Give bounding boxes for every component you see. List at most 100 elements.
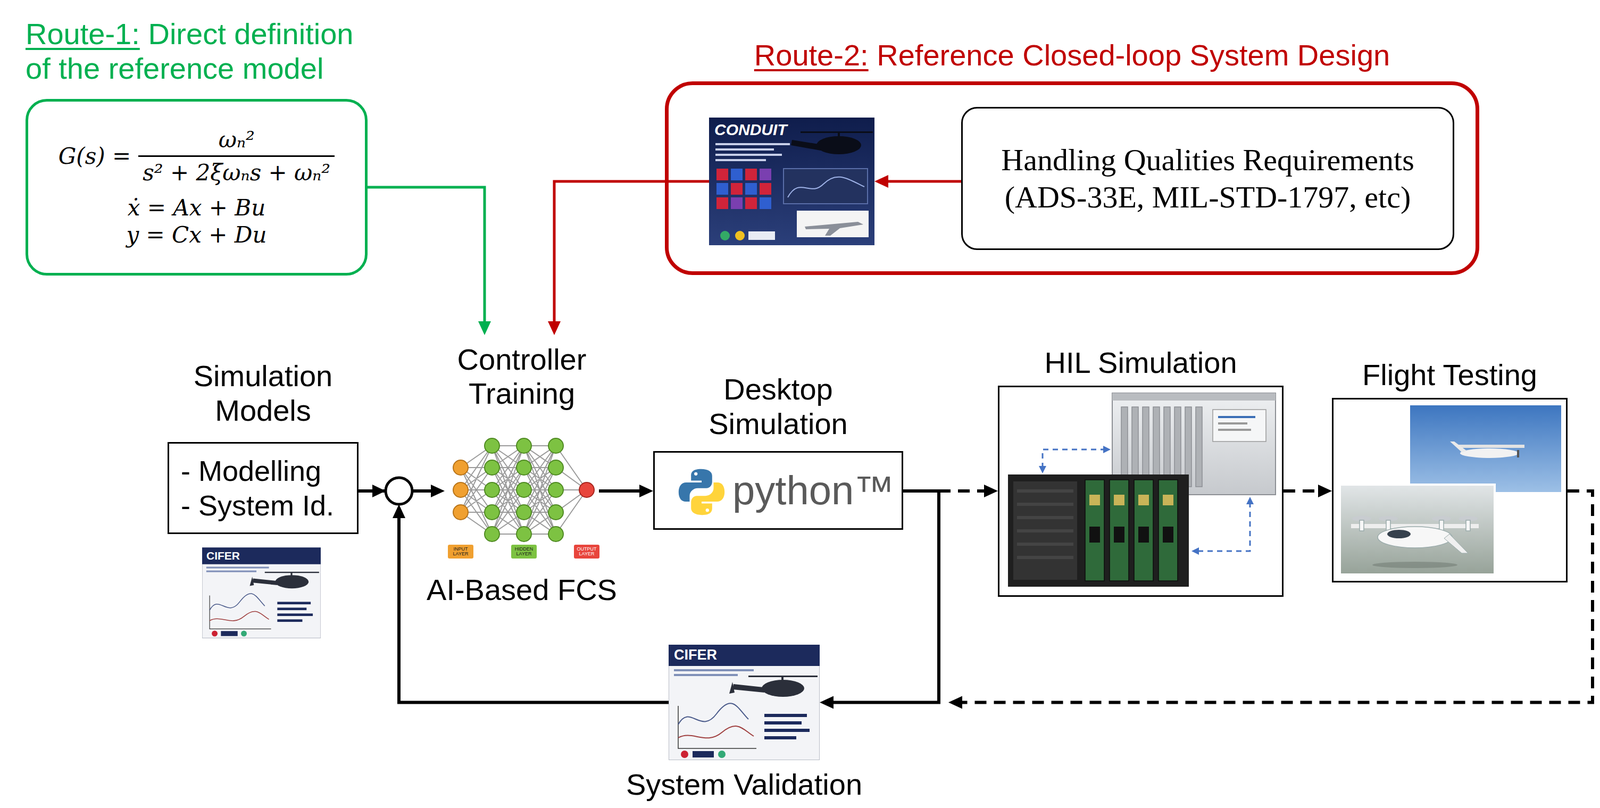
conduit-cover <box>709 117 875 246</box>
connector <box>547 181 710 336</box>
hil-hardware <box>1042 449 1250 552</box>
arrowhead <box>639 484 654 498</box>
neural-network <box>548 438 564 454</box>
neural-network <box>484 482 500 498</box>
equation: G(s) = <box>58 142 131 170</box>
neural-network <box>484 438 500 454</box>
arrowhead <box>547 321 561 336</box>
hil-hardware <box>1113 494 1125 506</box>
legend-text: OUTPUT LAYER <box>575 546 599 557</box>
wordmark: python™ <box>732 468 895 513</box>
hil-hardware <box>1195 406 1203 487</box>
neural-network <box>516 526 532 542</box>
neural-network <box>548 482 564 498</box>
hil-hardware <box>1017 542 1074 546</box>
neural-network <box>453 460 469 475</box>
route-heading: Reference Closed-loop System Design <box>876 38 1390 72</box>
aircraft-photo <box>1465 520 1471 531</box>
legend-swatch: OUTPUT LAYER <box>573 544 600 559</box>
hil-hardware <box>1017 489 1074 560</box>
box-title: Flight Testing <box>1362 357 1538 393</box>
hil-hardware <box>1113 526 1125 543</box>
connector-line <box>1283 489 1322 493</box>
hil-hardware <box>1089 494 1100 506</box>
connector-line <box>830 490 940 703</box>
hil-hardware <box>1017 515 1074 520</box>
connector-line <box>938 489 988 493</box>
picture-box: HIL Simulation <box>997 385 1284 597</box>
tool-cover: CONDUIT <box>709 117 875 246</box>
hil-hardware <box>1007 393 1276 587</box>
hil-hardware <box>1246 496 1254 505</box>
process-box: Simulation Models- Modelling- System Id.… <box>167 442 359 535</box>
tool-cover: CIFER <box>202 547 321 639</box>
aircraft-photo <box>1444 534 1469 554</box>
connector <box>598 484 654 498</box>
reference-model-box: Route-1:Direct definition of the referen… <box>25 98 368 276</box>
hil-hardware <box>1007 474 1189 587</box>
hil-hardware <box>1218 428 1252 431</box>
process-box: Desktop Simulationpython™ <box>653 451 904 530</box>
hil-hardware <box>1138 494 1149 506</box>
equation: ωₙ² <box>212 126 262 156</box>
neural-network <box>453 460 469 520</box>
route-number: Route-2: <box>754 38 869 72</box>
box-caption: System Validation <box>626 767 863 802</box>
hil-hardware <box>1013 481 1078 580</box>
aircraft-photo <box>1458 444 1525 448</box>
arrowhead <box>948 696 963 710</box>
summing-junction <box>372 484 386 498</box>
hil-hardware <box>1085 479 1178 581</box>
hil-hardware <box>1212 409 1266 442</box>
hil-hardware <box>1103 445 1111 454</box>
equation: s² + 2ξωₙs + ωₙ² <box>138 155 335 187</box>
neural-network <box>548 504 564 520</box>
neural-network <box>548 526 564 542</box>
requirements-box: Handling Qualities Requirements (ADS-33E… <box>961 106 1455 250</box>
arrowhead <box>874 175 889 188</box>
legend-swatch: INPUT LAYER <box>447 544 474 559</box>
cover-title: CIFER <box>202 547 245 564</box>
python-logo <box>705 508 710 512</box>
summing-junction <box>372 477 413 505</box>
hil-hardware <box>1196 502 1250 552</box>
arrowhead <box>819 696 834 710</box>
connector-line <box>554 181 710 325</box>
hil-hardware <box>1162 526 1174 543</box>
connector <box>392 504 669 703</box>
box-caption: AI-Based FCS <box>426 572 618 607</box>
hil-hardware <box>1162 494 1174 506</box>
neural-network <box>484 504 500 520</box>
hil-hardware <box>1017 502 1074 506</box>
box-title: Flight Testing <box>1362 357 1538 392</box>
aircraft-photo <box>1352 515 1478 522</box>
box-label: - Modelling <box>180 453 346 489</box>
hil-hardware <box>1191 547 1199 555</box>
equation: y = Cx + Du <box>126 221 267 249</box>
route-group: CONDUIT Handling Qualities Requirements (… <box>664 81 1480 275</box>
hil-hardware <box>1089 494 1174 506</box>
box-label: - System Id. <box>180 488 346 523</box>
summing-junction <box>385 477 413 505</box>
box-title: Desktop Simulation <box>687 372 869 441</box>
neural-network <box>579 482 595 498</box>
route-heading: Route-2:Reference Closed-loop System Des… <box>754 38 1390 73</box>
cifer-cover <box>668 644 820 761</box>
cifer-cover <box>202 547 820 761</box>
aircraft-photo <box>1339 405 1562 575</box>
arrowhead <box>392 504 406 519</box>
cifer-cover <box>202 547 321 638</box>
aircraft-photo <box>1450 441 1468 453</box>
python-logo <box>694 472 698 476</box>
neural-network <box>548 460 564 475</box>
connector-line <box>398 514 669 703</box>
connector-line <box>885 180 962 183</box>
python-logo <box>678 469 725 515</box>
legend-swatch: HIDDEN LAYER <box>511 544 537 559</box>
hil-hardware <box>1089 526 1174 543</box>
conduit-cover <box>709 117 875 246</box>
aircraft-photo <box>1339 484 1495 575</box>
neural-network <box>484 438 564 542</box>
